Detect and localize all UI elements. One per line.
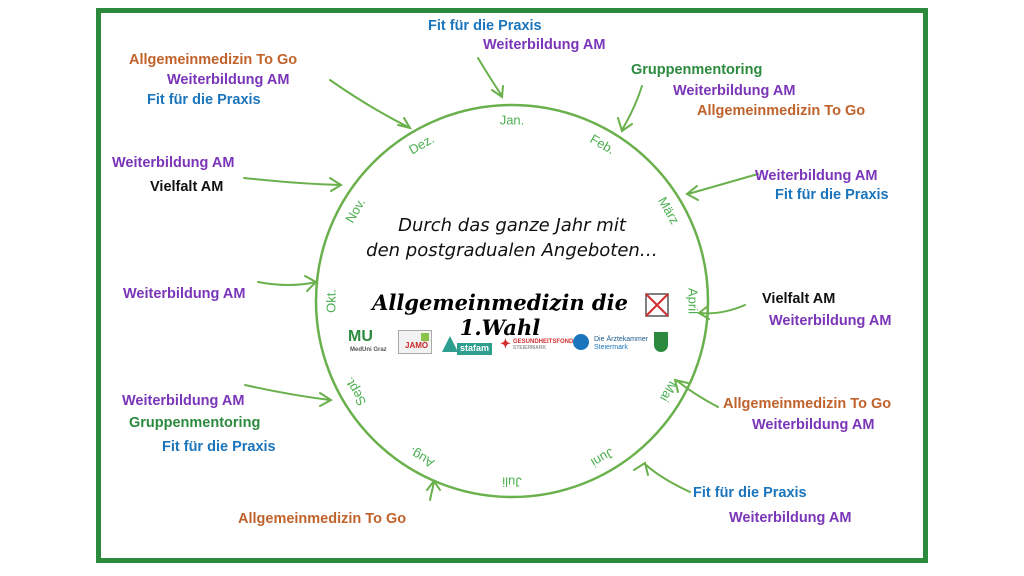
- feb-offer-3: Allgemeinmedizin To Go: [697, 103, 866, 119]
- jan-offer-2: Weiterbildung AM: [483, 37, 606, 53]
- gesundheitsfonds-logo: GESUNDHEITSFONDS: [513, 339, 578, 345]
- arrow: [426, 479, 441, 501]
- feb-offer-2: Weiterbildung AM: [673, 83, 796, 99]
- sept-offer-2: Gruppenmentoring: [129, 415, 261, 431]
- green-frame: [96, 8, 928, 563]
- aek-sub: Steiermark: [594, 344, 628, 351]
- feb-offer-1: Gruppenmentoring: [631, 62, 763, 78]
- maerz-offer-1: Weiterbildung AM: [755, 168, 878, 184]
- year-circle: [314, 103, 710, 499]
- april-offer-2: Weiterbildung AM: [769, 313, 892, 329]
- month-label: April: [686, 288, 701, 314]
- arrow: [685, 173, 759, 201]
- arrow: [617, 85, 643, 133]
- okt-offer-1: Weiterbildung AM: [123, 286, 246, 302]
- center-line-2: den postgradualen Angeboten…: [366, 240, 658, 261]
- month-label: Okt.: [323, 289, 338, 313]
- jan-offer-1: Fit für die Praxis: [428, 18, 542, 34]
- dez-offer-1: Allgemeinmedizin To Go: [129, 52, 298, 68]
- crossed-box-icon: [645, 293, 669, 317]
- month-label: Juli: [502, 475, 522, 490]
- arrow: [673, 378, 719, 408]
- nov-offer-2: Vielfalt AM: [150, 179, 224, 195]
- medunigraz-sub: MedUni Graz: [350, 347, 387, 353]
- arrows: [243, 57, 759, 501]
- arrow: [477, 57, 504, 99]
- arrow: [257, 275, 318, 292]
- stafam-logo: [442, 336, 458, 352]
- sept-offer-1: Weiterbildung AM: [122, 393, 245, 409]
- dez-offer-2: Weiterbildung AM: [167, 72, 290, 88]
- medunigraz-logo: MU: [348, 328, 373, 345]
- month-label: Juni: [588, 445, 616, 470]
- arrow: [697, 304, 746, 320]
- juni-offer-1: Fit für die Praxis: [693, 485, 807, 501]
- aug-offer-1: Allgemeinmedizin To Go: [238, 511, 407, 527]
- aek-logo: Die Ärztekammer: [594, 336, 649, 343]
- arrow: [243, 177, 343, 192]
- mai-offer-2: Weiterbildung AM: [752, 417, 875, 433]
- jamo-badge: [421, 333, 429, 341]
- juni-offer-2: Weiterbildung AM: [729, 510, 852, 526]
- month-label: Aug.: [406, 445, 437, 471]
- arrow: [244, 384, 333, 407]
- dez-offer-3: Fit für die Praxis: [147, 92, 261, 108]
- sept-offer-3: Fit für die Praxis: [162, 439, 276, 455]
- stafam-label: stafam: [457, 343, 493, 355]
- arrow: [633, 461, 691, 493]
- month-label: Feb.: [588, 131, 618, 157]
- mai-offer-1: Allgemeinmedizin To Go: [723, 396, 892, 412]
- arrow: [329, 79, 413, 130]
- gesundheitsfonds-sub: STEIERMARK: [513, 345, 547, 351]
- aek-icon: [573, 334, 589, 350]
- month-label: Jan.: [500, 112, 525, 127]
- headline: Allgemeinmedizin die 1.Wahl: [372, 290, 628, 340]
- maerz-offer-2: Fit für die Praxis: [775, 187, 889, 203]
- jamo-label: JAMÖ: [405, 341, 429, 350]
- steiermark-crest-icon: [654, 332, 668, 352]
- jamo-logo: JAMÖ: [398, 330, 432, 354]
- gesundheitsfonds-icon: ✦: [500, 336, 511, 351]
- april-offer-1: Vielfalt AM: [762, 291, 836, 307]
- nov-offer-1: Weiterbildung AM: [112, 155, 235, 171]
- month-label: Dez.: [406, 131, 437, 157]
- center-line-1: Durch das ganze Jahr mit: [398, 215, 626, 236]
